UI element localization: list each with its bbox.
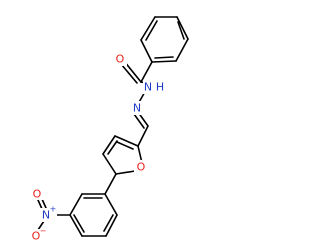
bond — [176, 16, 189, 40]
bond — [115, 170, 136, 175]
bond — [151, 60, 177, 63]
bond — [137, 125, 149, 147]
atom-o-nitro-single: O — [32, 230, 41, 243]
bond — [102, 135, 116, 155]
bond — [69, 193, 83, 216]
double-bond-inner — [145, 20, 158, 41]
double-bond — [37, 199, 43, 210]
atom-h-amide: H — [156, 81, 164, 94]
charge-minus-nitro: − — [40, 227, 47, 236]
double-bond — [120, 63, 138, 84]
atom-o-nitro-double: O — [33, 188, 42, 201]
bond-layer — [37, 16, 189, 237]
atom-n-amide: N — [144, 81, 152, 94]
bond — [140, 16, 156, 41]
atom-o-carbonyl: O — [116, 53, 125, 66]
bond — [104, 193, 118, 216]
bond — [140, 61, 153, 83]
bond — [104, 173, 117, 195]
bond — [140, 39, 153, 63]
molecule-structure: O N H N O N + O O − — [30, 16, 189, 243]
charge-plus-nitro: + — [50, 205, 57, 214]
bond — [102, 153, 117, 175]
atom-label-layer: O N H N O N + O O − — [30, 52, 169, 243]
double-bond — [41, 198, 47, 209]
atom-n-imine: N — [133, 102, 141, 115]
double-bond-inner — [73, 214, 85, 233]
bond — [175, 38, 189, 62]
double-bond-inner — [116, 141, 134, 150]
bond — [105, 214, 118, 237]
double-bond-inner — [103, 214, 114, 232]
bond — [37, 220, 45, 231]
bond — [114, 135, 139, 147]
double-bond-inner — [177, 21, 185, 40]
atom-o-furan: O — [137, 161, 146, 174]
bond — [69, 214, 83, 237]
double-bond-inner — [154, 56, 174, 59]
double-bond — [133, 113, 145, 129]
double-bond-inner — [107, 140, 118, 155]
atom-n-nitro: N — [42, 209, 50, 222]
